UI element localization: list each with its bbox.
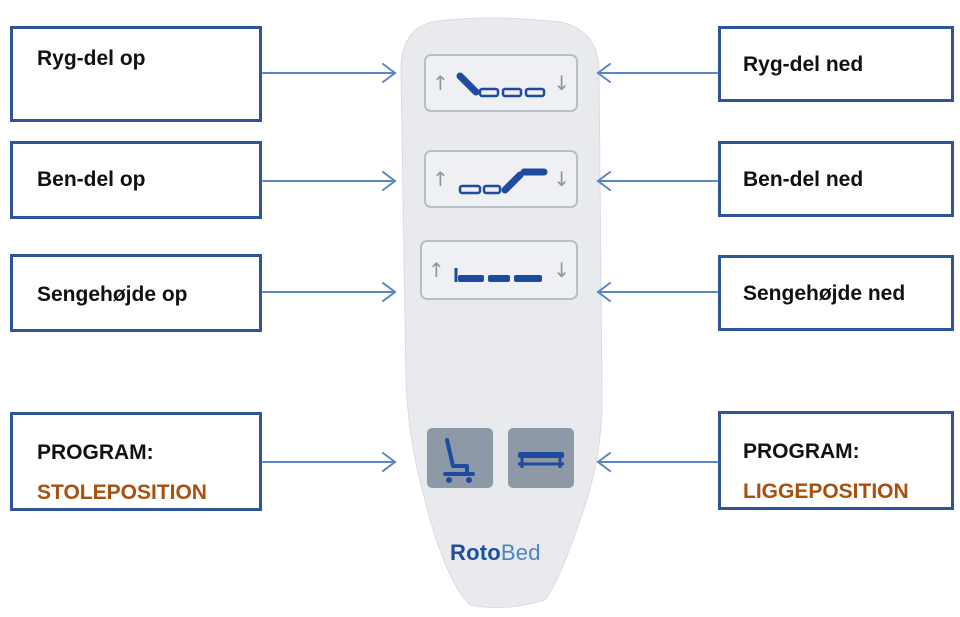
label-leg-down-text: Ben-del ned: [743, 168, 864, 191]
label-back-up-text: Ryg-del op: [37, 47, 146, 70]
arrow-up-icon: ↑: [432, 71, 449, 95]
arrow-down-icon: ↓: [553, 258, 570, 282]
back-rest-icon: [456, 72, 546, 98]
arrow-up-icon: ↑: [428, 258, 445, 282]
bed-height-icon: [454, 268, 542, 282]
label-program-chair-value: STOLEPOSITION: [37, 481, 207, 504]
label-back-up: Ryg-del op: [10, 26, 262, 122]
bed-flat-icon: [518, 452, 564, 468]
label-leg-up: Ben-del op: [10, 141, 262, 219]
brand-logo: RotoBed: [450, 540, 541, 566]
label-program-lie-value: LIGGEPOSITION: [743, 480, 909, 503]
label-leg-down: Ben-del ned: [718, 141, 954, 217]
chair-icon: [443, 438, 475, 483]
arrow-down-icon: ↓: [553, 71, 570, 95]
label-leg-up-text: Ben-del op: [37, 168, 146, 191]
label-program-chair-title: PROGRAM:: [37, 441, 154, 464]
label-height-up: Sengehøjde op: [10, 254, 262, 332]
label-program-lie-title: PROGRAM:: [743, 440, 860, 463]
program-chair-button[interactable]: [427, 428, 493, 488]
label-height-down-text: Sengehøjde ned: [743, 282, 906, 305]
arrow-down-icon: ↓: [553, 167, 570, 191]
brand-logo-part2: Bed: [500, 540, 541, 565]
brand-logo-part1: Roto: [450, 540, 501, 565]
bed-height-button[interactable]: ↑ ↓: [420, 240, 578, 300]
label-back-down-text: Ryg-del ned: [743, 53, 864, 76]
back-rest-button[interactable]: ↑ ↓: [424, 54, 578, 112]
arrow-up-icon: ↑: [432, 167, 449, 191]
label-height-up-text: Sengehøjde op: [37, 283, 188, 306]
leg-rest-button[interactable]: ↑ ↓: [424, 150, 578, 208]
label-height-down: Sengehøjde ned: [718, 255, 954, 331]
leg-rest-icon: [458, 168, 548, 195]
label-program-lie: PROGRAM: LIGGEPOSITION: [718, 411, 954, 510]
program-lie-button[interactable]: [508, 428, 574, 488]
label-program-chair: PROGRAM: STOLEPOSITION: [10, 412, 262, 511]
label-back-down: Ryg-del ned: [718, 26, 954, 102]
